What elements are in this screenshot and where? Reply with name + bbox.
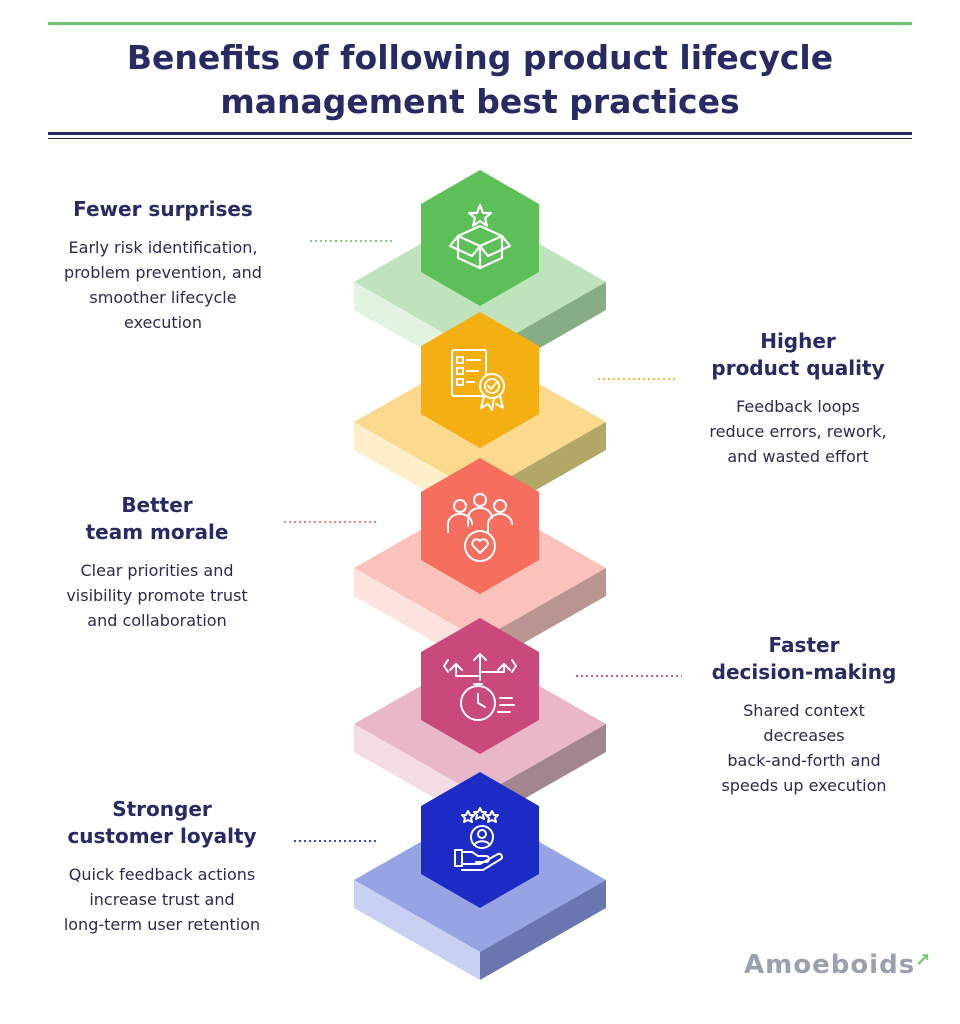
benefit-fewer-surprises: Fewer surprises Early risk identificatio… (38, 196, 288, 335)
benefit-description: Clear priorities and visibility promote … (66, 561, 248, 630)
benefit-heading: Stronger customer loyalty (67, 797, 257, 848)
stopwatch-arrows-icon (443, 653, 517, 721)
logo-text: Amoeboids (744, 950, 916, 980)
hand-user-stars-icon (454, 807, 503, 871)
hexagon (421, 458, 539, 594)
benefit-description: Quick feedback actions increase trust an… (63, 865, 261, 934)
hexagon (421, 170, 539, 306)
box-star-icon (448, 203, 512, 270)
hexagon (421, 312, 539, 448)
benefit-heading: Better team morale (85, 493, 229, 544)
benefit-description: Shared context decreases back-and-forth … (721, 701, 887, 795)
amoeboids-logo: Amoeboids↗ (744, 950, 931, 980)
benefit-heading: Fewer surprises (73, 197, 253, 221)
benefit-description: Feedback loops reduce errors, rework, an… (709, 397, 887, 466)
title-divider (48, 132, 912, 135)
benefit-stronger-customer-loyalty: Stronger customer loyalty Quick feedback… (40, 796, 284, 937)
platform-right (480, 880, 606, 980)
benefit-heading: Higher product quality (711, 329, 885, 380)
hexagon (421, 772, 539, 908)
benefit-better-team-morale: Better team morale Clear priorities and … (38, 492, 276, 633)
page-title: Benefits of following product lifecycle … (126, 38, 834, 121)
benefit-description: Early risk identification, problem preve… (64, 238, 262, 332)
team-heart-icon (447, 493, 513, 562)
benefit-heading: Faster decision-making (711, 633, 897, 684)
logo-arrow-icon: ↗ (915, 950, 932, 971)
title-divider-thin (48, 138, 912, 139)
top-accent-line (48, 22, 912, 25)
layer-stronger-customer-loyalty (354, 772, 606, 980)
checklist-badge-icon (451, 349, 505, 411)
platform-left (354, 880, 480, 980)
benefit-faster-decision-making: Faster decision-making Shared context de… (692, 632, 916, 798)
benefit-higher-product-quality: Higher product quality Feedback loops re… (684, 328, 912, 469)
